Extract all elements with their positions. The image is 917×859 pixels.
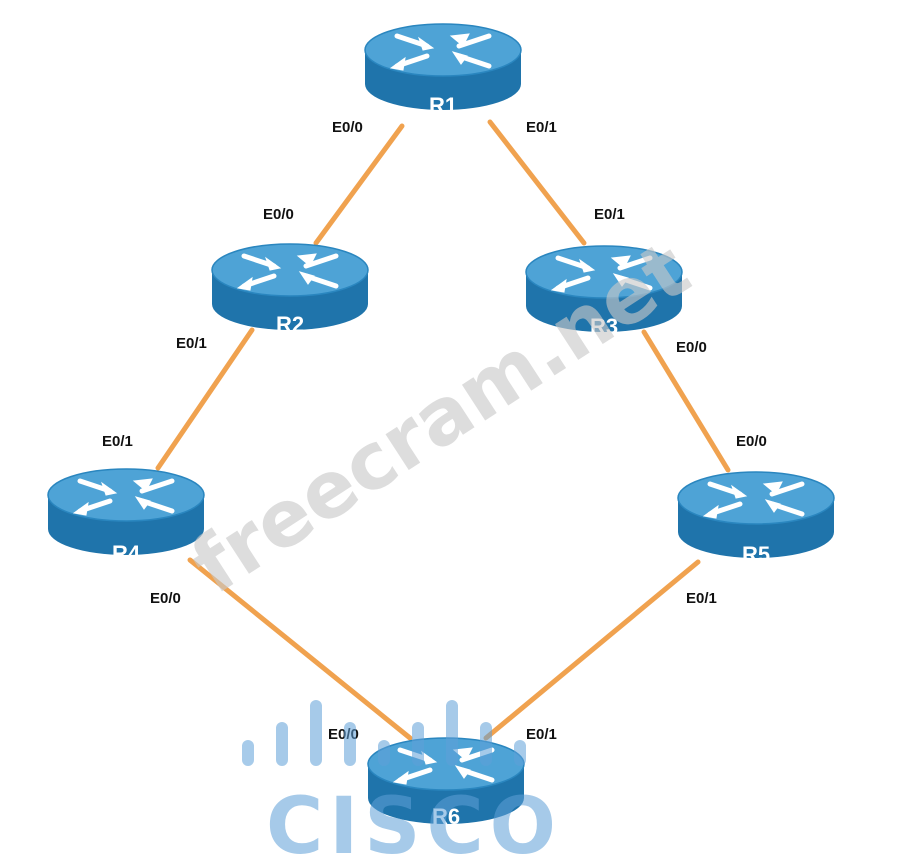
router-r4-label: R4 <box>112 541 141 566</box>
if-label-r5-e0-0: E0/0 <box>736 433 767 450</box>
router-r4[interactable]: R4 <box>48 469 204 566</box>
router-r2-label: R2 <box>276 312 304 337</box>
router-r3[interactable]: R3 <box>526 246 682 339</box>
cisco-bars-icon <box>242 700 526 766</box>
links <box>155 119 731 741</box>
cisco-logo <box>242 700 526 766</box>
if-label-r3-e0-0: E0/0 <box>676 339 707 356</box>
if-label-r2-e0-0: E0/0 <box>263 206 294 223</box>
router-r5[interactable]: R5 <box>678 472 834 567</box>
link-r1-r3 <box>487 119 587 246</box>
link-r4-r6 <box>187 557 413 741</box>
cisco-wordmark: CISCO <box>266 782 562 859</box>
if-label-r1-e0-1: E0/1 <box>526 119 557 136</box>
router-r1[interactable]: R1 <box>365 24 521 118</box>
if-label-r3-e0-1: E0/1 <box>594 206 625 223</box>
router-r1-label: R1 <box>429 93 457 118</box>
if-label-r1-e0-0: E0/0 <box>332 119 363 136</box>
router-r2[interactable]: R2 <box>212 244 368 337</box>
router-r6-label: R6 <box>432 804 460 829</box>
link-r5-r6 <box>483 559 701 741</box>
link-r1-r2 <box>313 123 405 246</box>
router-r3-label: R3 <box>590 314 618 339</box>
if-label-r2-e0-1: E0/1 <box>176 335 207 352</box>
if-label-r4-e0-0: E0/0 <box>150 590 181 607</box>
router-r6[interactable]: R6 <box>368 738 524 829</box>
link-r3-r5 <box>641 329 731 473</box>
interface-labels: E0/0 E0/0 E0/1 E0/1 E0/1 E0/1 E0/0 E0/0 … <box>102 119 767 743</box>
if-label-r5-e0-1: E0/1 <box>686 590 717 607</box>
link-r2-r4 <box>155 327 255 471</box>
if-label-r6-e0-1: E0/1 <box>526 726 557 743</box>
router-r5-label: R5 <box>742 542 770 567</box>
if-label-r4-e0-1: E0/1 <box>102 433 133 450</box>
